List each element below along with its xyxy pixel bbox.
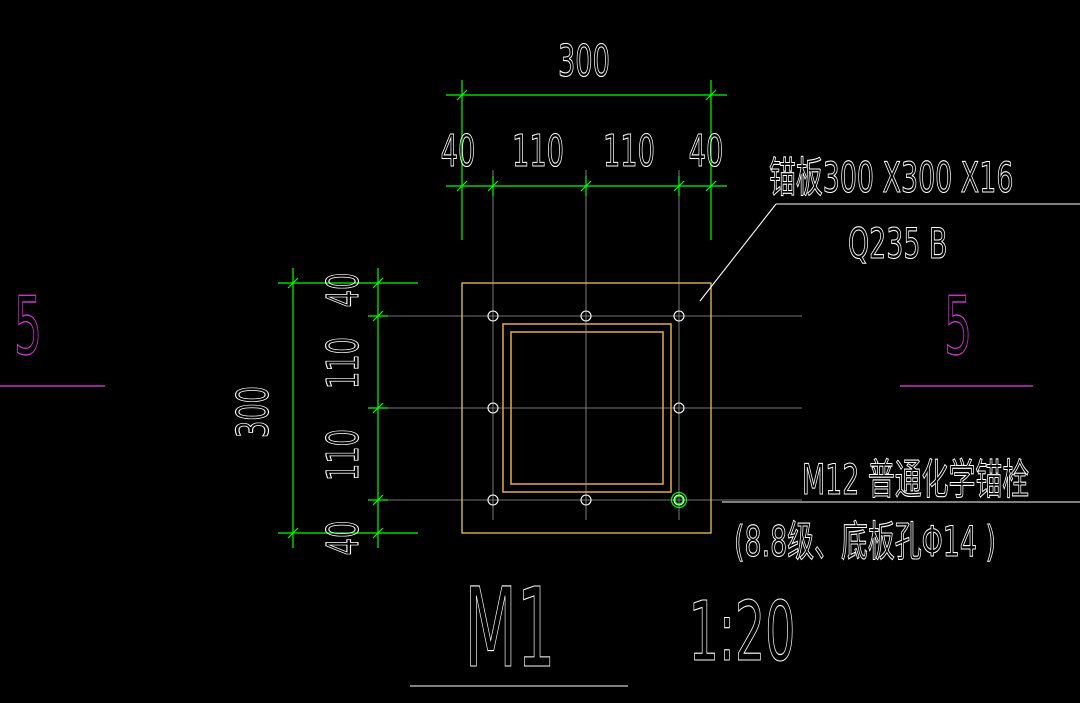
top-dimension-chain — [446, 80, 727, 240]
tick — [673, 180, 685, 192]
top-segment-dimension-3: 110 — [603, 125, 655, 177]
tick — [372, 277, 384, 289]
top-segment-dimension-1: 40 — [441, 125, 476, 177]
tick — [456, 180, 468, 192]
left-segment-dimension-2: 110 — [317, 337, 369, 389]
tick — [372, 494, 384, 506]
left-segment-dimension-1: 40 — [317, 273, 369, 308]
bolt — [487, 310, 499, 322]
bolt-grid-lines — [375, 170, 802, 520]
left-segment-dimension-4: 40 — [317, 521, 369, 556]
section-mark-left: 5 — [0, 280, 105, 387]
bolt — [673, 310, 685, 322]
section-mark-right-number: 5 — [944, 281, 972, 374]
steel-tube-outer — [502, 323, 672, 493]
bolt — [580, 494, 592, 506]
bolt-note-label: (8.8级、底板孔Φ14 ) — [734, 518, 996, 567]
tick — [705, 89, 717, 101]
bolt — [580, 310, 592, 322]
plate-material-label: Q235 B — [848, 220, 947, 269]
tick — [705, 180, 717, 192]
bolt-spec-label: M12 普通化学锚栓 — [802, 456, 1029, 505]
left-dimension-chain — [278, 268, 418, 548]
bolt-highlighted — [673, 494, 685, 506]
top-segment-dimension-2: 110 — [512, 125, 564, 177]
tick — [287, 277, 299, 289]
bolt — [673, 402, 685, 414]
top-segment-dimension-4: 40 — [689, 125, 724, 177]
tick — [487, 180, 499, 192]
bolt — [487, 494, 499, 506]
drawing-title: M1 — [465, 564, 556, 692]
tick — [372, 527, 384, 539]
bolt — [487, 402, 499, 414]
tick — [456, 89, 468, 101]
bolt-hole-mark — [670, 491, 688, 509]
bolt-hole-mark-inner — [674, 495, 684, 505]
steel-tube-inner — [510, 331, 664, 485]
anchor-bolts — [487, 310, 685, 506]
plate-leader-diagonal — [699, 203, 777, 302]
section-mark-left-number: 5 — [14, 281, 42, 374]
tick — [287, 527, 299, 539]
tick — [372, 402, 384, 414]
drawing-scale: 1:20 — [689, 584, 796, 679]
left-total-dimension: 300 — [227, 386, 279, 438]
top-total-dimension: 300 — [558, 35, 610, 87]
leader-lines — [699, 203, 1080, 503]
anchor-plate-outline — [461, 282, 712, 534]
plate-spec-label: 锚板300 X300 X16 — [769, 154, 1013, 203]
tick — [372, 310, 384, 322]
tick — [580, 180, 592, 192]
left-segment-dimension-3: 110 — [317, 429, 369, 481]
section-mark-right: 5 — [900, 280, 1033, 387]
